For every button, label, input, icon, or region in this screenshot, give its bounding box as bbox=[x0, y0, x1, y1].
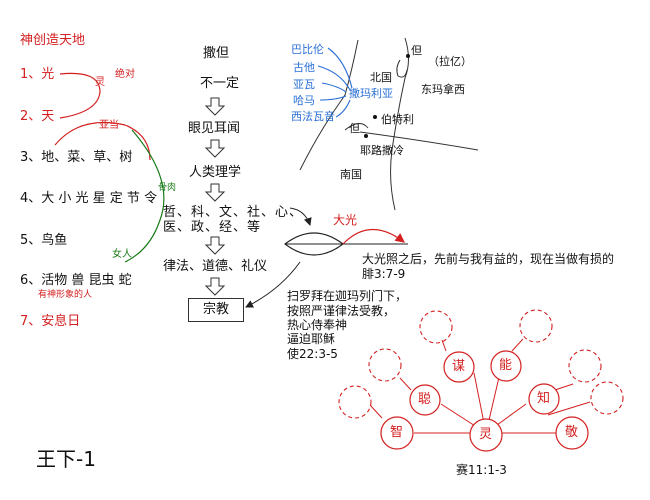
arc-label-bone: 骨肉 bbox=[158, 183, 177, 193]
big-light-label: 大光 bbox=[333, 213, 358, 227]
paul-line-3: 热心侍奉神 bbox=[287, 318, 348, 332]
spirit-understanding: 聪 bbox=[418, 392, 432, 407]
flow-human-reason: 人类理学 bbox=[189, 165, 242, 180]
slide-label: 王下-1 bbox=[36, 447, 96, 471]
religion-box: 宗教 bbox=[188, 298, 244, 322]
disciplines-line-1: 哲、科、文、社、心、 bbox=[163, 205, 304, 220]
paul-line-1: 扫罗拜在迦玛列门下， bbox=[287, 289, 408, 303]
spirit-wisdom: 智 bbox=[390, 425, 404, 440]
map-north-kingdom: 北国 bbox=[370, 71, 392, 84]
flow-satan: 撒但 bbox=[203, 46, 230, 61]
map-avva: 亚瓦 bbox=[293, 78, 315, 91]
day-7: 7、安息日 bbox=[20, 314, 81, 329]
map-south-kingdom: 南国 bbox=[340, 168, 362, 181]
disciplines-line-2: 医、政、经、等 bbox=[163, 220, 262, 235]
spirit-circles-solid bbox=[380, 350, 589, 452]
map-dan-mid: 但 bbox=[349, 122, 360, 135]
map-laish: （拉亿） bbox=[428, 55, 472, 68]
day-2: 2、天 bbox=[20, 109, 55, 124]
map-hamath: 哈马 bbox=[293, 94, 315, 107]
day-3: 3、地、菜、草、树 bbox=[20, 150, 133, 165]
map-jerusalem: 耶路撒冷 bbox=[360, 144, 404, 157]
light-verse-ref: 腓3:7-9 bbox=[362, 267, 406, 281]
arrow-to-religion bbox=[245, 261, 301, 308]
paul-line-4: 逼迫耶稣 bbox=[287, 332, 336, 346]
arc-label-adam: 亚当 bbox=[99, 120, 119, 131]
paul-line-2: 按照严谨律法受教， bbox=[287, 304, 396, 318]
day-4: 4、大 小 光 星 定 节 令 bbox=[20, 191, 158, 206]
day-6: 6、活物 兽 昆虫 蛇 bbox=[20, 273, 132, 288]
map-sepharvaim: 西法瓦音 bbox=[291, 110, 335, 123]
arc-label-absolute: 绝对 bbox=[115, 69, 135, 80]
paul-ref: 使22:3-5 bbox=[287, 347, 338, 361]
creation-heading: 神创造天地 bbox=[20, 33, 86, 48]
map-bethel: 伯特利 bbox=[381, 113, 414, 126]
day-5: 5、鸟鱼 bbox=[20, 233, 68, 248]
spirit-center: 灵 bbox=[479, 427, 493, 442]
down-arrows bbox=[204, 97, 226, 296]
day-6-note: 有神形象的人 bbox=[38, 290, 93, 300]
arc-green bbox=[124, 129, 165, 263]
map-samaria: 撒玛利亚 bbox=[349, 87, 393, 100]
law-morals-rites: 律法、道德、礼仪 bbox=[163, 259, 268, 274]
arc-label-ling: 灵 bbox=[95, 77, 105, 88]
flow-seen-heard: 眼见耳闻 bbox=[188, 121, 241, 136]
day-1: 1、光 bbox=[20, 67, 55, 82]
map-dots bbox=[364, 54, 410, 138]
spirit-counsel: 谋 bbox=[452, 359, 466, 374]
map-dan-top: 但 bbox=[411, 44, 422, 57]
blue-arrows bbox=[317, 47, 353, 118]
map-outline bbox=[299, 37, 479, 211]
map-east-manasseh: 东玛拿西 bbox=[421, 83, 465, 96]
spirit-circles-dashed bbox=[338, 309, 624, 419]
arrow-to-lens bbox=[289, 207, 312, 226]
spirit-might: 能 bbox=[499, 358, 513, 373]
light-verse-text: 大光照之后，先前与我有益的，现在当做有损的 bbox=[362, 252, 615, 266]
map-cuthah: 古他 bbox=[293, 61, 315, 74]
arc-label-woman: 女人 bbox=[112, 249, 132, 260]
map-babylon: 巴比伦 bbox=[291, 43, 324, 56]
arc-1-2 bbox=[59, 72, 101, 119]
spirit-ref: 赛11:1-3 bbox=[456, 463, 507, 477]
big-light-arc bbox=[342, 228, 405, 245]
flow-uncertain: 不一定 bbox=[200, 76, 240, 91]
arc-2-3 bbox=[54, 122, 151, 161]
spirit-reverence: 敬 bbox=[565, 425, 579, 440]
spirit-knowledge: 知 bbox=[537, 391, 551, 406]
